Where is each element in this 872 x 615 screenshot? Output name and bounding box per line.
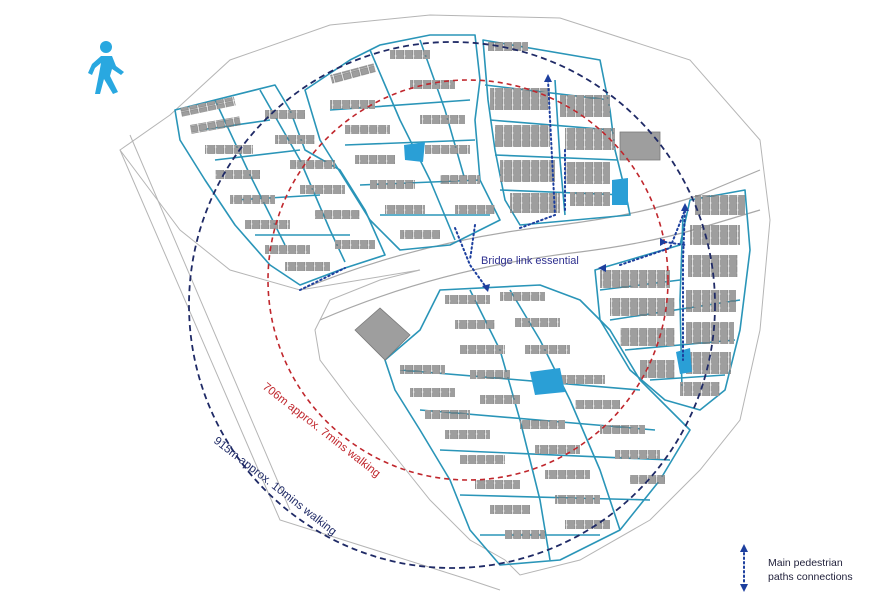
outer-radius-label: 915m approx. 10mins walking bbox=[211, 435, 338, 538]
legend-line-2: paths connections bbox=[768, 571, 853, 583]
pedestrian-icon bbox=[88, 41, 124, 94]
path-arrowheads bbox=[482, 74, 689, 292]
inner-radius-label: 706m approx. 7mins walking bbox=[260, 381, 382, 480]
large-blocks bbox=[354, 131, 661, 361]
pedestrian-path-icon bbox=[740, 544, 748, 592]
legend: Main pedestrian paths connections bbox=[768, 556, 853, 584]
walking-radius-7min bbox=[267, 79, 669, 481]
walking-radius-10min bbox=[188, 41, 716, 569]
bridge-link-label: Bridge link essential bbox=[481, 255, 579, 267]
water-features bbox=[404, 142, 692, 395]
building-rows bbox=[180, 42, 745, 539]
site-outline bbox=[119, 14, 771, 591]
main-road bbox=[299, 169, 761, 321]
legend-line-1: Main pedestrian bbox=[768, 557, 843, 569]
